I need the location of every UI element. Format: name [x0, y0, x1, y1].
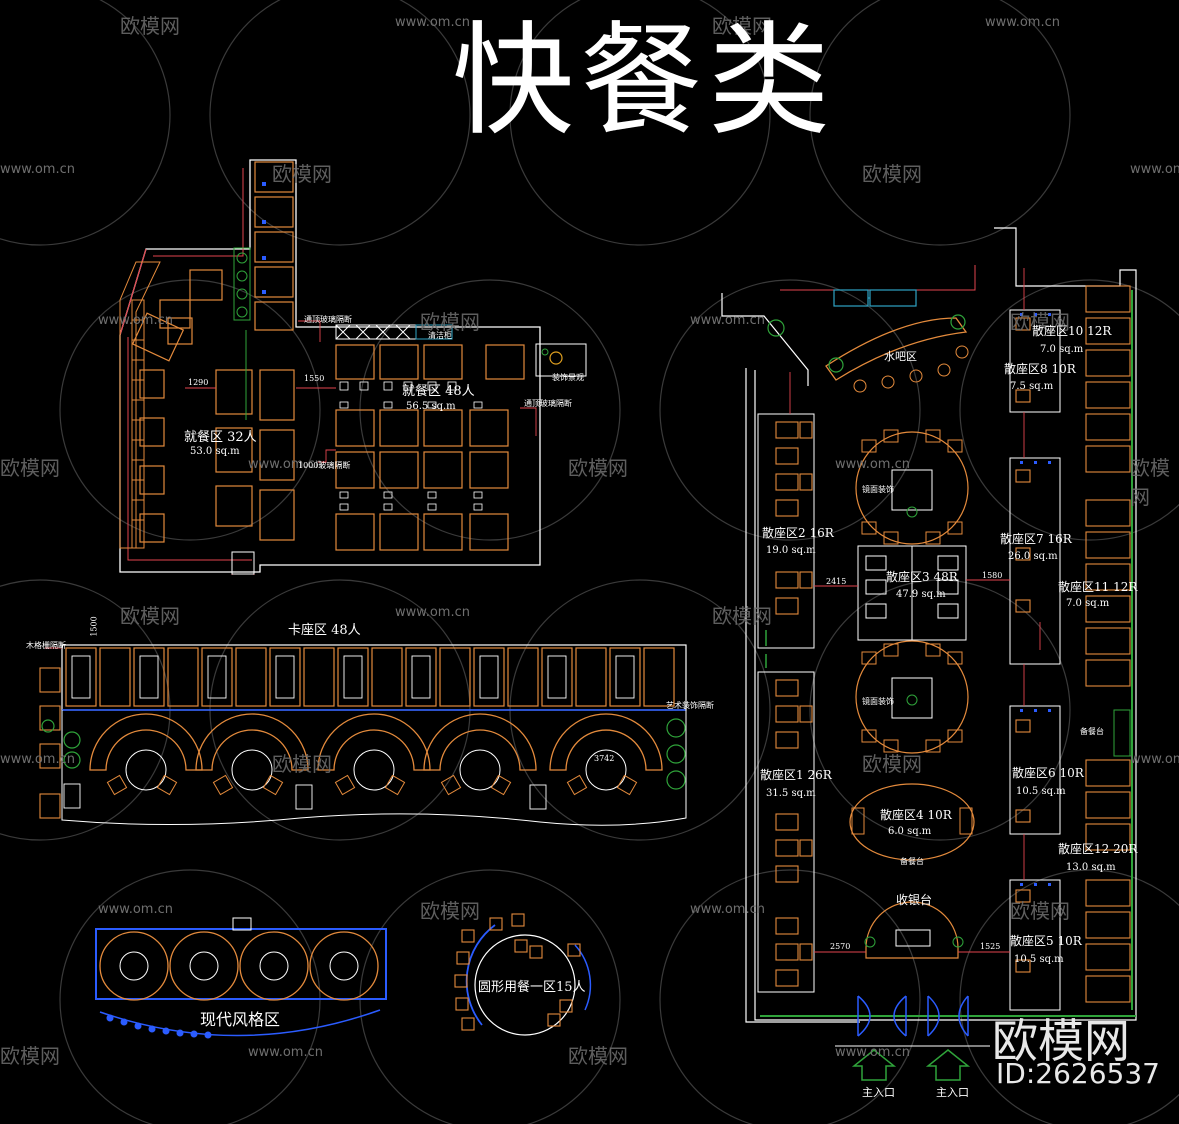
watermark-site: www.om.cn — [395, 605, 470, 620]
note-wood-partition: 木格栅隔断 — [26, 641, 66, 650]
plan-booth — [39, 644, 687, 826]
scatter-11-label: 散座区11 12R — [1058, 580, 1138, 594]
booth-zone-label: 卡座区 48人 — [288, 623, 361, 638]
scatter-5-label: 散座区5 10R — [1010, 934, 1082, 948]
dim-1290: 1290 — [188, 378, 209, 387]
scatter-3-label: 散座区3 48R — [886, 570, 958, 584]
note-glass-right: 通顶玻璃隔断 — [524, 399, 572, 408]
scatter-8-label: 散座区8 10R — [1004, 362, 1076, 376]
watermark-site: www.om.cn — [0, 162, 75, 177]
scatter-4-label: 散座区4 10R — [880, 808, 952, 822]
watermark-brand: 欧模网 — [862, 162, 922, 186]
dim-2570: 2570 — [830, 942, 851, 951]
scatter-2-area: 19.0 sq.m — [766, 545, 816, 556]
note-glass-top: 通顶玻璃隔断 — [304, 315, 352, 324]
zone-b-area: 56.5 sq.m — [406, 401, 456, 412]
scatter-6-label: 散座区6 10R — [1012, 766, 1084, 780]
watermark-brand: 欧模网 — [120, 14, 180, 38]
zone-a-label: 就餐区 32人 — [184, 430, 257, 445]
plan-left-top — [119, 159, 587, 575]
watermark-site: www.om.cn — [690, 902, 765, 917]
modern-zone-label: 现代风格区 — [200, 1010, 281, 1029]
watermark-brand: 欧模网 — [568, 1044, 628, 1068]
watermark-site: www.om.cn — [248, 457, 323, 472]
bar-zone-label: 水吧区 — [884, 350, 917, 363]
watermark-site: www.om.cn — [395, 15, 470, 30]
zone-b-label: 就餐区 48人 — [402, 384, 475, 399]
note-art-partition: 艺术装饰隔断 — [666, 701, 714, 710]
scatter-1-area: 31.5 sq.m — [766, 788, 816, 799]
scatter-10-label: 散座区10 12R — [1032, 324, 1112, 338]
entrance-label-2: 主入口 — [936, 1086, 969, 1099]
watermark-id: ID:2626537 — [996, 1057, 1160, 1090]
scatter-12-label: 散座区12 20R — [1058, 842, 1138, 856]
dim-1580: 1580 — [982, 571, 1003, 580]
scatter-7-area: 26.0 sq.m — [1008, 551, 1058, 562]
scatter-8-area: 7.5 sq.m — [1010, 381, 1054, 392]
dim-3742: 3742 — [594, 754, 615, 763]
watermark-logo-text: 欧模网 — [992, 1014, 1130, 1068]
zone-a-area: 53.0 sq.m — [190, 446, 240, 457]
watermark-brand: 欧模网 — [862, 752, 922, 776]
watermark-brand: 欧模网 — [568, 456, 628, 480]
watermark-site: www.om.cn — [835, 457, 910, 472]
scatter-3-area: 47.9 sq.m — [896, 589, 946, 600]
note-prep-table-2: 备餐台 — [900, 857, 924, 866]
note-landscape: 装饰景观 — [552, 373, 584, 382]
scatter-4-area: 6.0 sq.m — [888, 826, 932, 837]
watermark-brand: 欧模网 — [272, 752, 332, 776]
cashier-label: 收银台 — [896, 893, 933, 907]
scatter-5-area: 10.5 sq.m — [1014, 954, 1064, 965]
plan-round — [454, 913, 592, 1036]
watermark-brand: 欧模网 — [120, 604, 180, 628]
dim-1525: 1525 — [980, 942, 1001, 951]
watermark-brand: 欧模网 — [0, 1044, 60, 1068]
watermark-site: www.om.cn — [98, 902, 173, 917]
watermark-site: www.om.cn — [98, 313, 173, 328]
note-mirror-2: 镜面装饰 — [862, 697, 894, 706]
watermark-site: www.om.cn — [0, 752, 75, 767]
dim-1550: 1550 — [304, 374, 325, 383]
watermark-brand: 欧模网 — [420, 899, 480, 923]
entrance-label-1: 主入口 — [862, 1086, 895, 1099]
watermark-brand: 欧模网 — [272, 162, 332, 186]
plan-modern — [95, 917, 387, 1039]
scatter-1-label: 散座区1 26R — [760, 768, 832, 782]
watermark-site: www.om.cn — [690, 313, 765, 328]
watermark-brand: 欧模网 — [1010, 310, 1070, 334]
dim-1500: 1500 — [89, 616, 99, 637]
scatter-7-label: 散座区7 16R — [1000, 532, 1072, 546]
scatter-11-area: 7.0 sq.m — [1066, 598, 1110, 609]
dim-glass-1000: 1000玻璃隔断 — [298, 461, 351, 470]
page-title: 快餐类 — [452, 10, 836, 152]
note-cleaning-cabinet: 清洁柜 — [428, 331, 452, 340]
plan-right — [721, 227, 1137, 1081]
dim-2415: 2415 — [826, 577, 847, 586]
watermark-brand: 欧模网 — [712, 14, 772, 38]
watermark-site: www.om.cn — [1130, 752, 1179, 767]
scatter-10-area: 7.0 sq.m — [1040, 344, 1084, 355]
note-mirror-1: 镜面装饰 — [862, 485, 894, 494]
scatter-12-area: 13.0 sq.m — [1066, 862, 1116, 873]
note-prep-table: 备餐台 — [1080, 727, 1104, 736]
watermark-site: www.om.cn — [835, 1045, 910, 1060]
watermark-brand: 欧模网 — [420, 310, 480, 334]
watermark-brand: 欧模网 — [1010, 899, 1070, 923]
scatter-2-label: 散座区2 16R — [762, 526, 834, 540]
watermark-site: www.om.cn — [1130, 162, 1179, 177]
scatter-6-area: 10.5 sq.m — [1016, 786, 1066, 797]
watermark-site: www.om.cn — [248, 1045, 323, 1060]
watermark-brand: 欧模网 — [0, 456, 60, 480]
round-zone-label: 圆形用餐一区15人 — [478, 980, 586, 995]
watermark-brand: 欧模网 — [1130, 456, 1170, 509]
watermark-site: www.om.cn — [985, 15, 1060, 30]
watermark-brand: 欧模网 — [712, 604, 772, 628]
